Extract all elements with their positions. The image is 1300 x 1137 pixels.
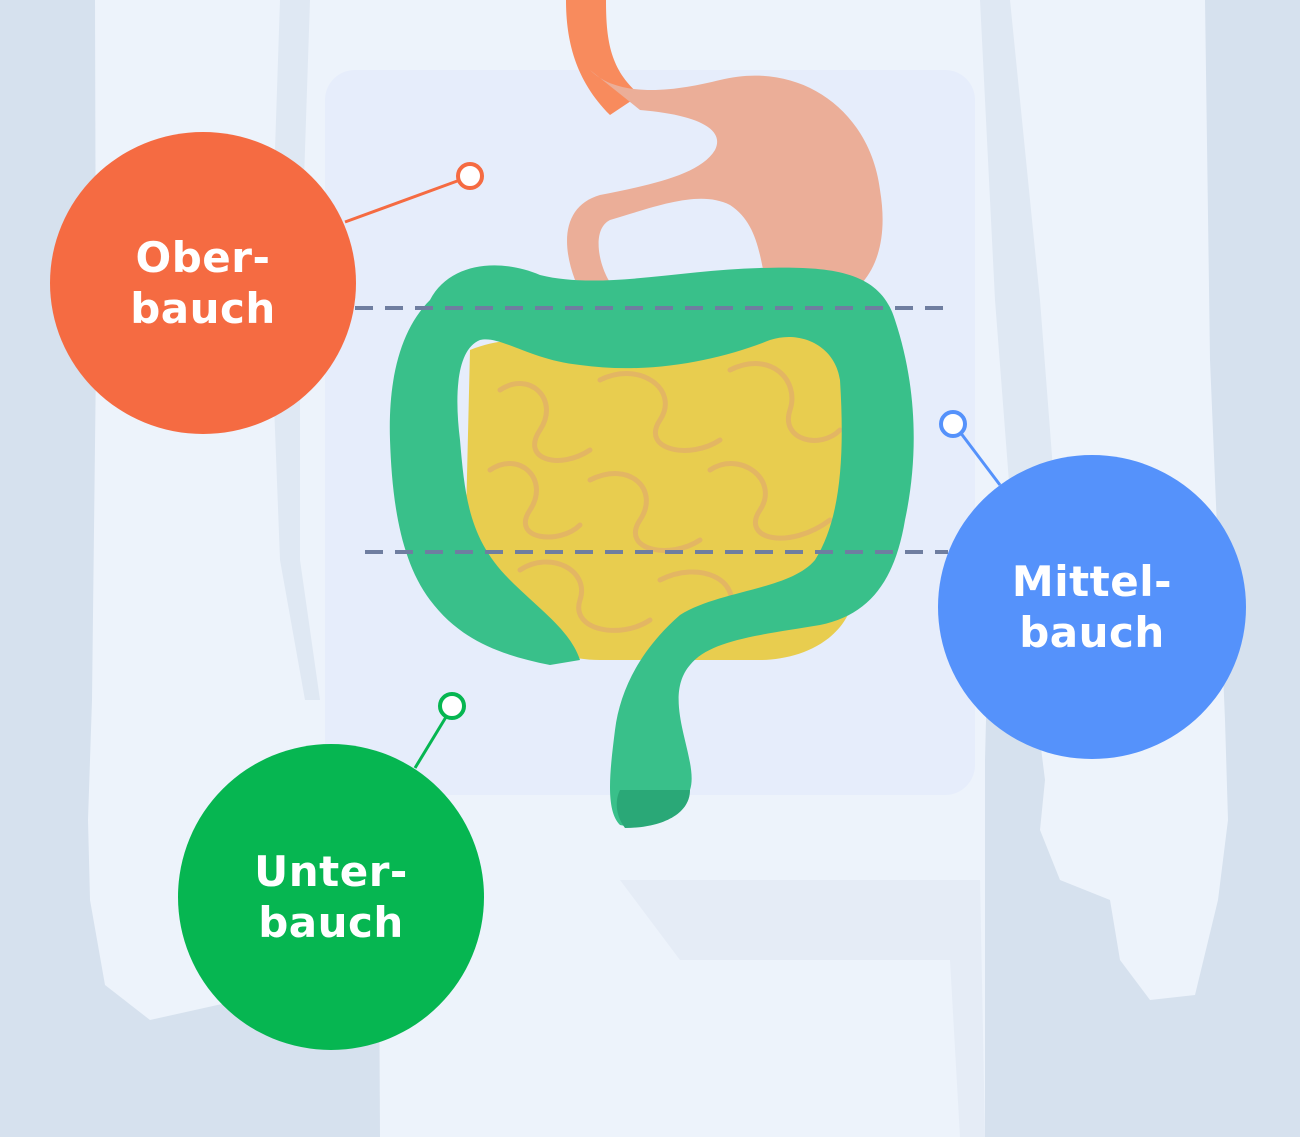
label-lower-text: Unter- bauch — [254, 847, 408, 947]
label-middle-abdomen: Mittel- bauch — [938, 455, 1246, 759]
small-intestine-icon — [465, 330, 857, 660]
esophagus-icon — [566, 0, 640, 115]
stomach-icon — [567, 70, 883, 305]
leader-middle — [939, 410, 1002, 486]
label-upper-abdomen: Ober- bauch — [50, 132, 356, 434]
large-intestine-icon — [389, 265, 914, 828]
leader-upper — [344, 162, 484, 224]
label-lower-abdomen: Unter- bauch — [178, 744, 484, 1050]
leader-lower — [413, 692, 466, 769]
label-middle-text: Mittel- bauch — [1011, 557, 1173, 657]
region-divider-lines — [355, 306, 948, 554]
label-upper-text: Ober- bauch — [130, 233, 276, 333]
